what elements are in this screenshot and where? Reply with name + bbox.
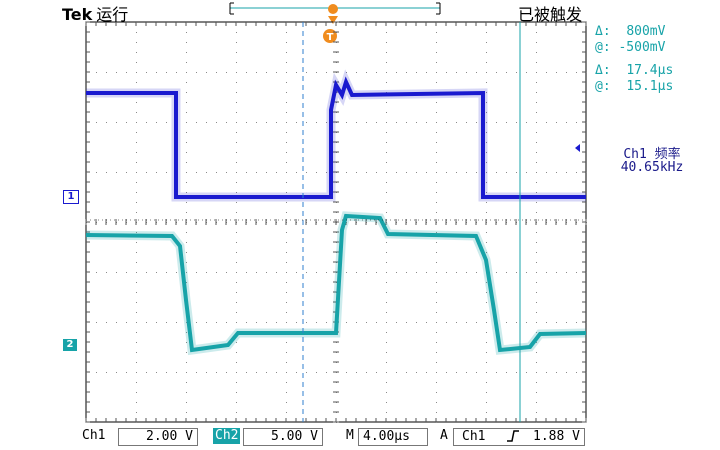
cursor-delta-v: 800mV: [626, 24, 666, 39]
cursor-delta-t-row: Δ: 17.4µs: [595, 63, 673, 78]
timebase-value[interactable]: 4.00µs: [358, 428, 428, 446]
trigger-level-icon[interactable]: [575, 144, 580, 152]
timebase-label: M: [346, 428, 354, 443]
ch2-scale[interactable]: 5.00 V: [243, 428, 323, 446]
at-symbol: @:: [595, 79, 627, 94]
ch1-scale[interactable]: 2.00 V: [118, 428, 198, 446]
cursor-at-t: 15.1µs: [626, 79, 674, 94]
ch1-label: Ch1: [82, 428, 106, 443]
measurement-label: Ch1 频率: [623, 147, 681, 162]
cursor-at-v-row: @: -500mV: [595, 40, 665, 55]
delta-symbol: Δ:: [595, 63, 627, 78]
graticule-grid: [85, 21, 587, 423]
cursor-at-t-row: @: 15.1µs: [595, 79, 673, 94]
run-state: 运行: [96, 5, 129, 24]
ch2-waveform: [85, 211, 587, 356]
ch1-waveform: [86, 69, 586, 202]
trigger-status: 已被触发: [518, 5, 583, 24]
ch2-ground-marker[interactable]: 2: [63, 339, 77, 351]
at-symbol: @:: [595, 40, 619, 55]
trigger-box[interactable]: Ch1 1.88 V: [453, 428, 585, 446]
ch1-ground-marker[interactable]: 1: [63, 190, 79, 204]
ch2-label: Ch2: [213, 428, 241, 444]
measurement-value: 40.65kHz: [620, 160, 684, 175]
cursor-at-v: -500mV: [618, 40, 666, 55]
status-bar: Ch1 2.00 V Ch2 5.00 V M 4.00µs A Ch1 1.8…: [78, 428, 590, 446]
delta-symbol: Δ:: [595, 24, 627, 39]
cursor-delta-v-row: Δ: 800mV: [595, 24, 665, 39]
trigger-marker-label: T: [327, 32, 334, 43]
trigger-source-label: A: [440, 428, 448, 443]
trigger-time-marker-icon[interactable]: T: [323, 29, 337, 43]
trigger-level: 1.88 V: [533, 429, 580, 444]
trigger-position-icon[interactable]: [328, 4, 338, 24]
trigger-source: Ch1: [462, 429, 486, 444]
rising-edge-icon: [506, 429, 520, 448]
cursor-delta-t: 17.4µs: [626, 63, 674, 78]
